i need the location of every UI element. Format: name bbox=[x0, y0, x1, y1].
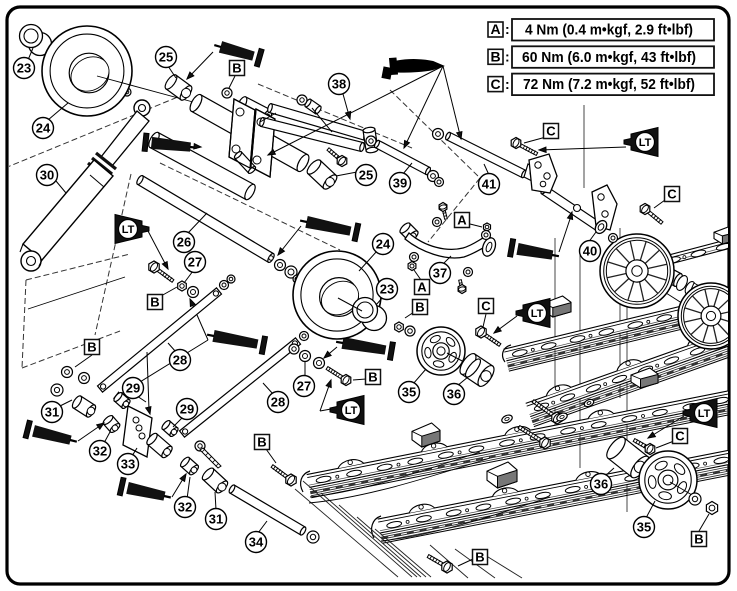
svg-text:B: B bbox=[694, 532, 703, 547]
svg-text:36: 36 bbox=[447, 386, 461, 401]
svg-text:41: 41 bbox=[482, 176, 496, 191]
svg-text::: : bbox=[505, 21, 510, 37]
svg-text:32: 32 bbox=[178, 499, 192, 514]
svg-text:B: B bbox=[232, 61, 241, 76]
svg-text:B: B bbox=[475, 550, 484, 565]
svg-text:37: 37 bbox=[433, 265, 447, 280]
svg-text:38: 38 bbox=[332, 76, 346, 91]
svg-text:29: 29 bbox=[126, 380, 140, 395]
svg-text:27: 27 bbox=[297, 378, 311, 393]
svg-text:36: 36 bbox=[594, 476, 608, 491]
svg-text:25: 25 bbox=[359, 167, 373, 182]
svg-text:C: C bbox=[481, 299, 491, 314]
svg-text:A: A bbox=[490, 21, 500, 37]
svg-text:30: 30 bbox=[40, 167, 54, 182]
svg-text:LT: LT bbox=[531, 308, 544, 320]
svg-text:26: 26 bbox=[177, 234, 191, 249]
svg-text:25: 25 bbox=[159, 49, 173, 64]
svg-text:29: 29 bbox=[180, 401, 194, 416]
svg-text:31: 31 bbox=[209, 511, 223, 526]
svg-text:24: 24 bbox=[36, 120, 51, 135]
svg-text:28: 28 bbox=[271, 394, 285, 409]
svg-text:39: 39 bbox=[393, 175, 407, 190]
svg-text:28: 28 bbox=[173, 352, 187, 367]
svg-text::: : bbox=[505, 49, 510, 65]
svg-text:24: 24 bbox=[376, 236, 391, 251]
svg-text:C: C bbox=[490, 76, 500, 92]
svg-text:B: B bbox=[150, 295, 159, 310]
svg-text:C: C bbox=[667, 187, 677, 202]
svg-text::: : bbox=[505, 76, 510, 92]
svg-text:31: 31 bbox=[45, 404, 59, 419]
svg-text:60 Nm (6.0 m•kgf, 43 ft•lbf): 60 Nm (6.0 m•kgf, 43 ft•lbf) bbox=[522, 49, 696, 66]
svg-text:LT: LT bbox=[639, 137, 652, 149]
svg-text:B: B bbox=[415, 300, 424, 315]
svg-text:C: C bbox=[546, 124, 556, 139]
svg-text:40: 40 bbox=[583, 243, 597, 258]
svg-text:27: 27 bbox=[188, 254, 202, 269]
svg-text:23: 23 bbox=[17, 60, 31, 75]
svg-text:B: B bbox=[257, 435, 266, 450]
svg-text:A: A bbox=[457, 213, 467, 228]
svg-text:34: 34 bbox=[249, 534, 264, 549]
svg-text:C: C bbox=[675, 429, 685, 444]
svg-text:4 Nm (0.4 m•kgf, 2.9 ft•lbf): 4 Nm (0.4 m•kgf, 2.9 ft•lbf) bbox=[525, 22, 693, 39]
svg-text:B: B bbox=[490, 49, 500, 65]
svg-text:72 Nm (7.2 m•kgf, 52 ft•lbf): 72 Nm (7.2 m•kgf, 52 ft•lbf) bbox=[523, 76, 695, 93]
svg-text:35: 35 bbox=[402, 384, 416, 399]
svg-text:LT: LT bbox=[345, 405, 358, 417]
svg-text:35: 35 bbox=[637, 519, 651, 534]
svg-text:LT: LT bbox=[122, 224, 135, 236]
svg-text:B: B bbox=[368, 370, 377, 385]
svg-text:LT: LT bbox=[698, 408, 711, 420]
svg-text:A: A bbox=[417, 280, 427, 295]
svg-text:33: 33 bbox=[121, 456, 135, 471]
svg-text:B: B bbox=[87, 340, 96, 355]
svg-text:32: 32 bbox=[93, 443, 107, 458]
svg-text:23: 23 bbox=[380, 281, 394, 296]
